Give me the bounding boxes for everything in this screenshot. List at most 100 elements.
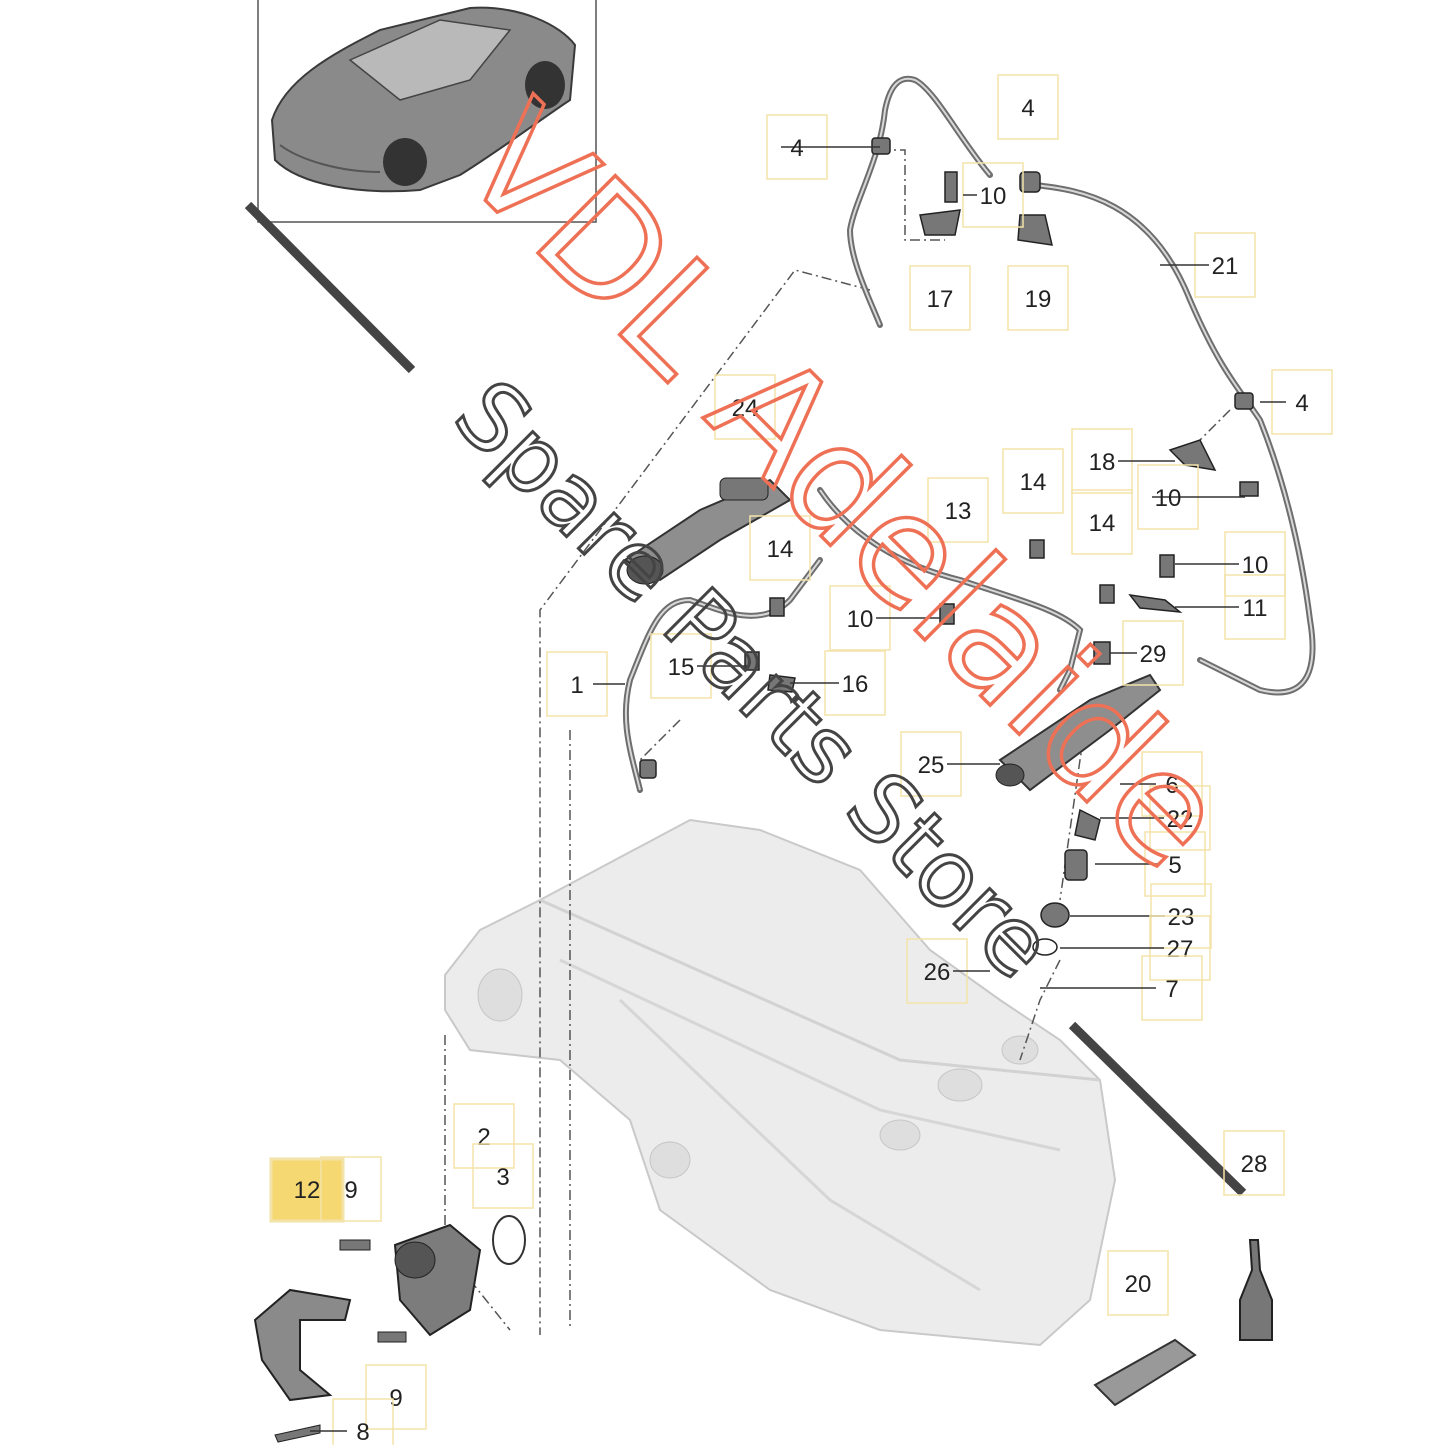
callout-20: 20 [1107, 1250, 1169, 1316]
callout-number: 4 [1021, 95, 1034, 122]
callout-number: 3 [496, 1164, 509, 1191]
callout-12: 12 [269, 1157, 345, 1223]
callout-29: 29 [1110, 620, 1184, 686]
callout-10: 10 [829, 585, 940, 651]
callout-10: 10 [1175, 531, 1286, 597]
callout-1: 1 [546, 651, 625, 717]
callout-box [365, 1364, 427, 1430]
callout-10: 10 [1137, 464, 1245, 530]
callout-box [1107, 1250, 1169, 1316]
callout-9: 9 [320, 1156, 382, 1222]
callout-9: 9 [365, 1364, 427, 1430]
callout-21: 21 [1160, 232, 1256, 298]
fuel-rail-right [995, 673, 1162, 792]
callout-24: 24 [714, 374, 776, 440]
callout-14: 14 [1002, 448, 1064, 514]
callout-23: 23 [1070, 883, 1212, 949]
callout-number: 28 [1241, 1151, 1268, 1178]
leader-lines [444, 149, 1231, 1335]
callout-box [1223, 1130, 1285, 1196]
callout-box [927, 477, 989, 543]
callout-2: 2 [453, 1103, 515, 1169]
vehicle-thumbnail [257, 0, 597, 223]
fuel-lines-highlight [624, 77, 1314, 791]
callout-number: 29 [1140, 641, 1167, 668]
callout-number: 26 [924, 959, 951, 986]
callout-number: 8 [356, 1419, 369, 1445]
callout-box [320, 1156, 382, 1222]
callout-number: 16 [842, 671, 869, 698]
callout-19: 19 [1007, 265, 1069, 331]
callout-number: 20 [1125, 1271, 1152, 1298]
callout-box [714, 374, 776, 440]
callout-number: 5 [1168, 852, 1181, 879]
callout-number: 17 [927, 286, 954, 313]
callout-28: 28 [1223, 1130, 1285, 1196]
callout-box [749, 515, 811, 581]
callout-number: 4 [1295, 390, 1308, 417]
callout-box [1002, 448, 1064, 514]
callout-11: 11 [1175, 574, 1286, 640]
callout-22: 22 [1100, 785, 1211, 851]
callout-number: 13 [945, 498, 972, 525]
callout-number: 18 [1089, 449, 1116, 476]
callout-10: 10 [962, 162, 1024, 228]
callout-5: 5 [1095, 831, 1206, 897]
callout-number: 19 [1025, 286, 1052, 313]
fuel-rail-left [623, 477, 792, 585]
callout-4: 4 [1260, 369, 1333, 435]
watermark: VDL Adelaide Spare Parts Store [428, 71, 1261, 1001]
callout-number: 12 [294, 1177, 321, 1204]
callout-number: 27 [1167, 936, 1194, 963]
callout-number: 14 [1020, 469, 1047, 496]
callout-3: 3 [472, 1143, 534, 1209]
callout-box [997, 74, 1059, 140]
callout-number: 2 [477, 1124, 490, 1151]
divider-right [1068, 1021, 1247, 1197]
callout-18: 18 [1071, 428, 1175, 494]
callout-number: 14 [1089, 510, 1116, 537]
callout-25: 25 [900, 731, 1000, 797]
callout-13: 13 [927, 477, 989, 543]
callout-number: 1 [570, 672, 583, 699]
callout-number: 14 [767, 536, 794, 563]
sealant-bottle [1239, 1239, 1273, 1341]
callout-27: 27 [1060, 915, 1211, 981]
callout-number: 23 [1168, 904, 1195, 931]
callout-box [269, 1157, 345, 1223]
callout-box [453, 1103, 515, 1169]
callout-number: 7 [1165, 976, 1178, 1003]
callout-number: 9 [344, 1177, 357, 1204]
callout-number: 25 [918, 752, 945, 779]
engine-block [444, 818, 1117, 1347]
callout-number: 10 [980, 183, 1007, 210]
callout-box [1007, 265, 1069, 331]
callout-14: 14 [749, 515, 811, 581]
callout-8: 8 [310, 1398, 394, 1445]
callout-number: 11 [1243, 595, 1268, 622]
callout-number: 24 [732, 395, 759, 422]
high-pressure-pump [253, 1215, 526, 1443]
callout-box [909, 265, 971, 331]
callout-number: 21 [1212, 253, 1239, 280]
callout-14: 14 [1071, 489, 1133, 555]
callout-box [472, 1143, 534, 1209]
callout-box [1071, 489, 1133, 555]
grease-tube [1093, 1338, 1197, 1407]
callout-26: 26 [906, 938, 990, 1004]
fasteners [639, 137, 1259, 956]
callout-number: 10 [1155, 485, 1182, 512]
callout-7: 7 [1040, 955, 1203, 1021]
callout-number: 10 [847, 606, 874, 633]
callout-4: 4 [997, 74, 1059, 140]
callout-number: 15 [668, 654, 695, 681]
callout-16: 16 [790, 650, 886, 716]
callout-4: 4 [766, 114, 880, 180]
callout-17: 17 [909, 265, 971, 331]
callout-number: 4 [790, 135, 803, 162]
divider-left [244, 201, 416, 374]
callout-15: 15 [650, 633, 750, 699]
callout-number: 22 [1167, 806, 1194, 833]
